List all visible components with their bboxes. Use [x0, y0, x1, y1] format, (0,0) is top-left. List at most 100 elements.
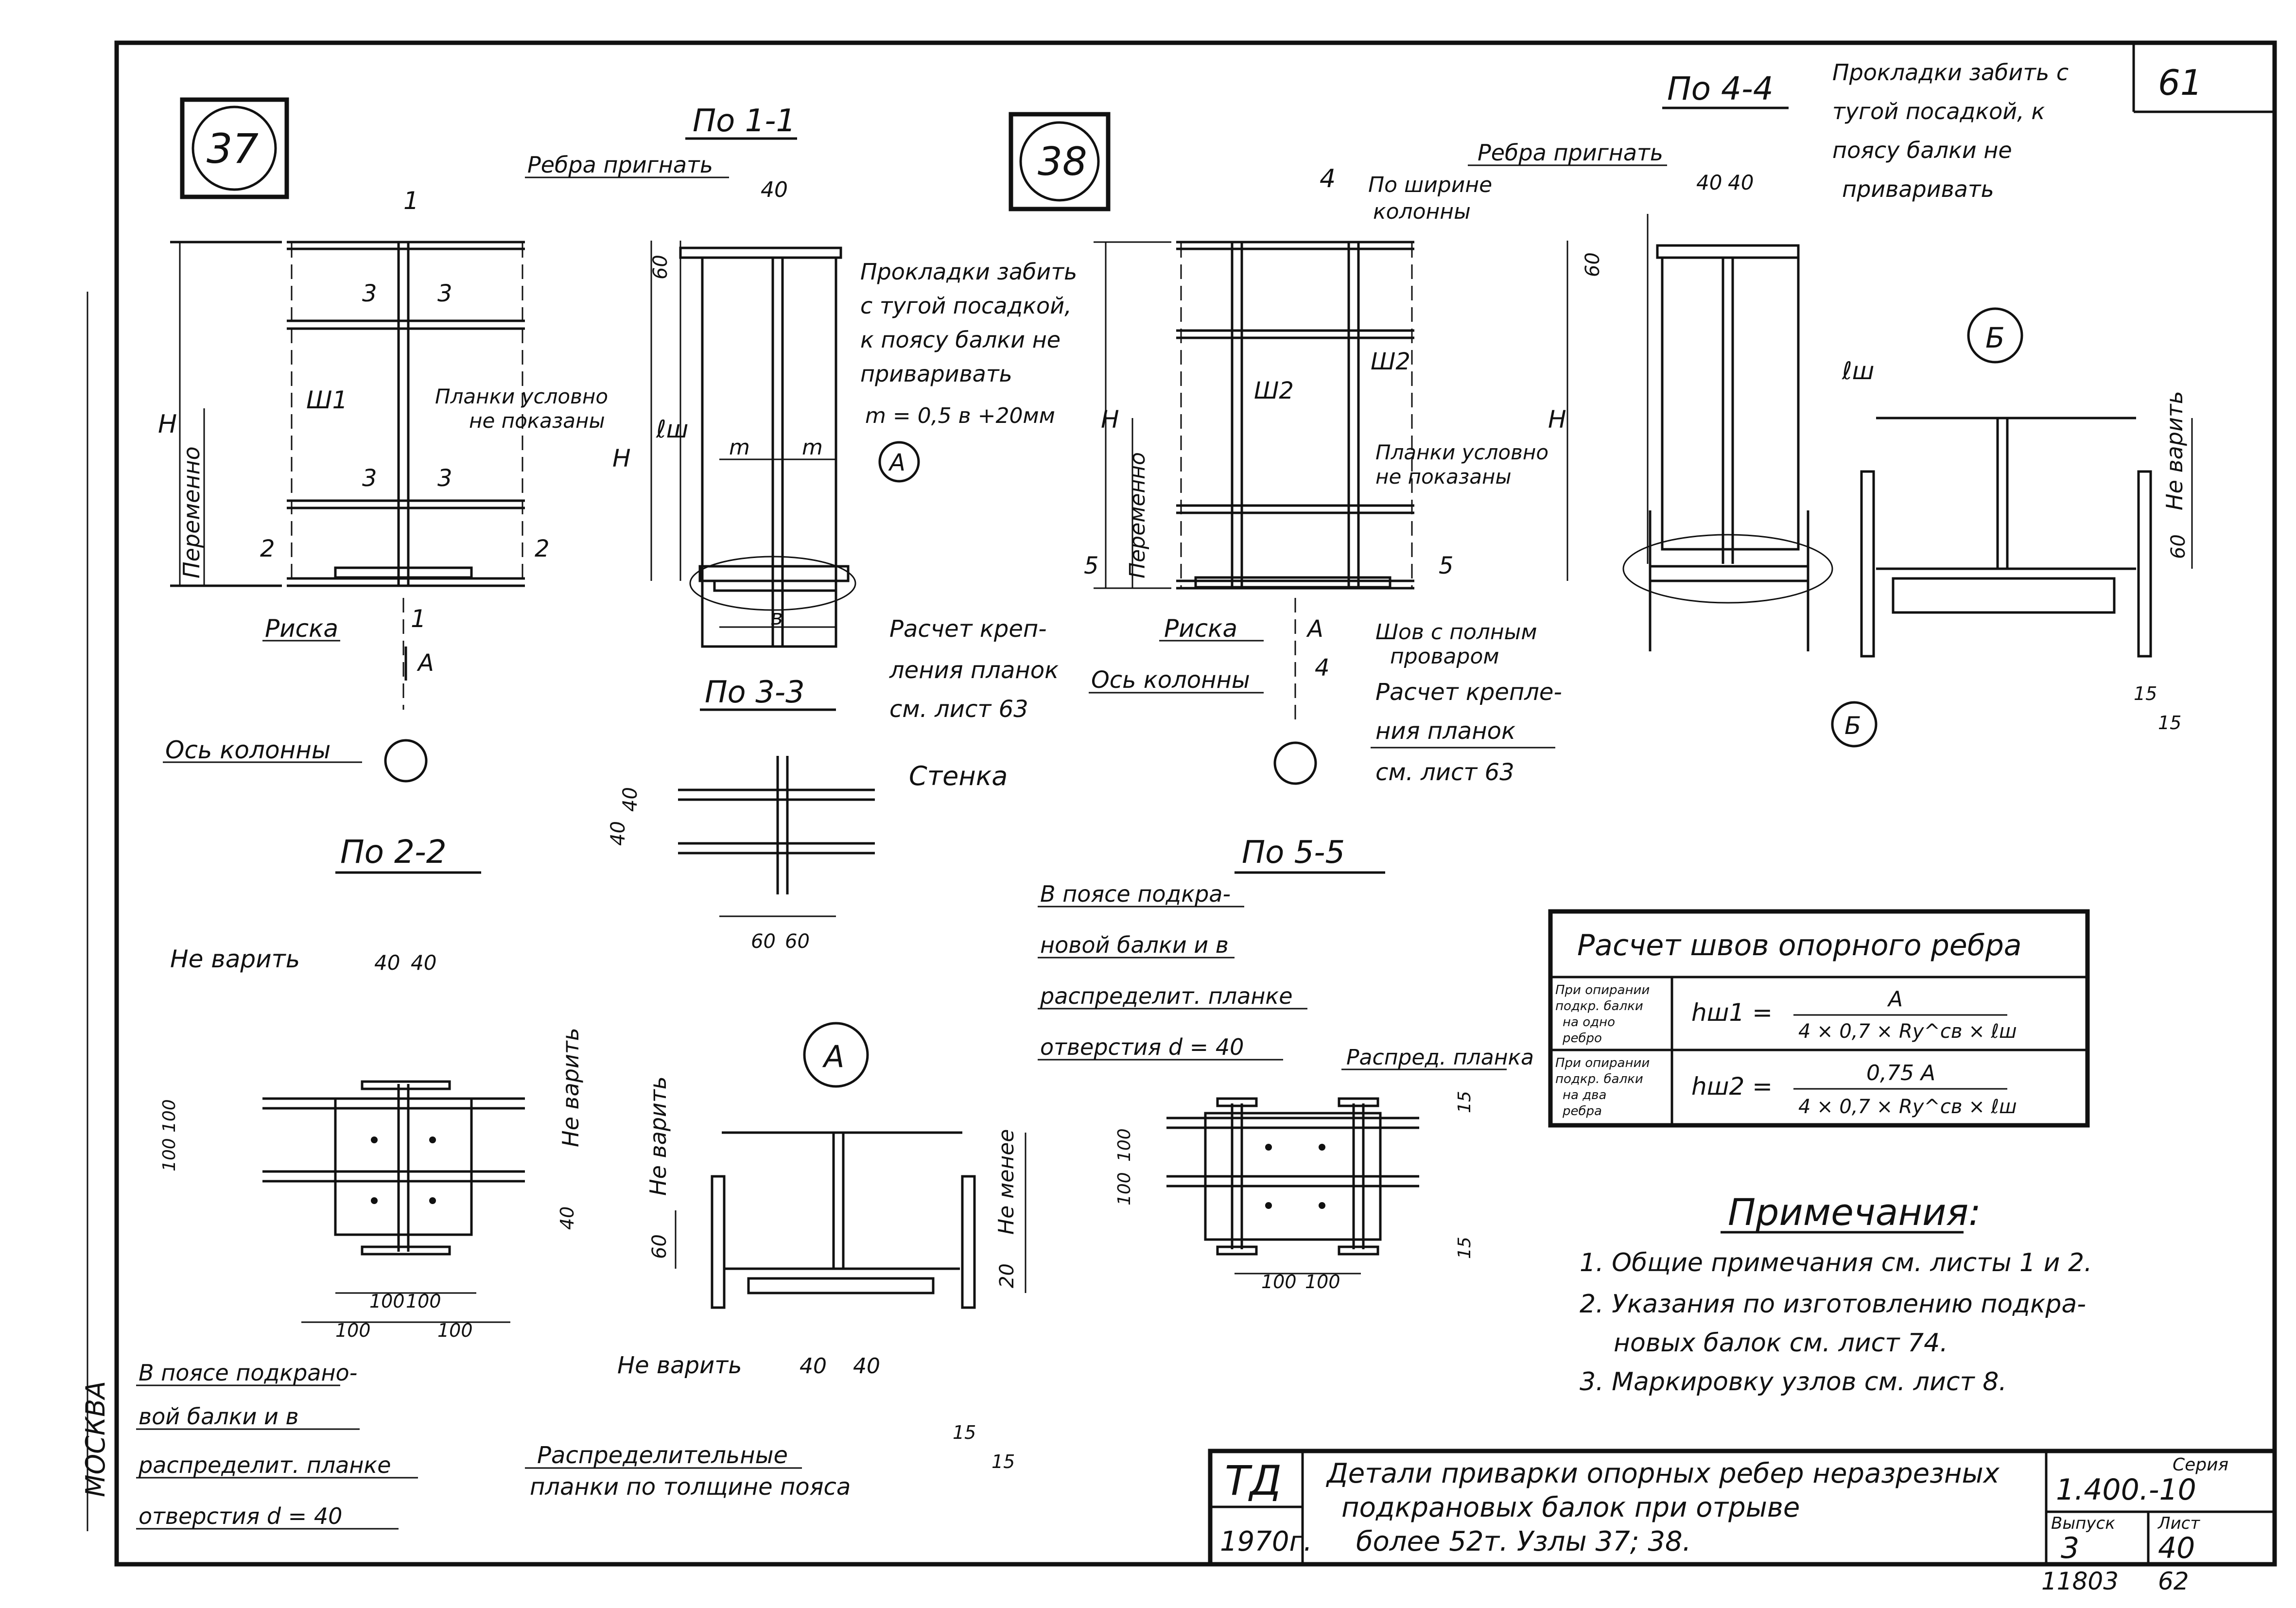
- title-block-title-2: подкрановых балок при отрыве: [1341, 1492, 1800, 1523]
- node-38-dim-40b: 40: [1728, 171, 1754, 194]
- view-22-note-2: вой балки и в: [139, 1403, 299, 1430]
- node-38-pads-4: приваривать: [1842, 176, 1994, 202]
- node-38-A: А: [1306, 615, 1323, 643]
- node-37-H: H: [158, 410, 177, 439]
- detail-B-no-weld: Не варить: [2161, 391, 2188, 510]
- view-22-title: По 2-2: [340, 833, 447, 871]
- title-block-year: 1970г.: [1220, 1526, 1312, 1557]
- node-37-plates-2: не показаны: [469, 409, 605, 433]
- view-33-dim-2: 40: [619, 787, 642, 812]
- view-33-title: По 3-3: [705, 674, 805, 710]
- title-block: [1208, 1449, 2277, 1567]
- node-37-mark: Риска: [265, 614, 338, 643]
- title-block-issue: 3: [2061, 1531, 2079, 1565]
- view-22-note-3: распределит. планке: [138, 1452, 391, 1478]
- view-55-drawing: [1166, 1097, 1419, 1275]
- weld-row2-numerator: 0,75 А: [1866, 1061, 1935, 1085]
- node-37-sec1-top: 1: [403, 187, 419, 215]
- view-55-dim-100c: 100: [1261, 1271, 1297, 1293]
- weld-row2-case-4: ребра: [1562, 1104, 1602, 1119]
- node-38-sec4-bottom: 4: [1315, 654, 1330, 682]
- node-38-mark: Риска: [1164, 614, 1237, 643]
- view-55-dim-15a: 15: [1455, 1091, 1475, 1113]
- node-38-pads-1: Прокладки забить с: [1832, 59, 2069, 86]
- detail-B-dim-60: 60: [2167, 534, 2190, 559]
- node-37-badge: 37: [180, 97, 289, 199]
- node-38-plates-1: Планки условно: [1375, 440, 1548, 464]
- detail-A-dim-40a: 40: [800, 1354, 827, 1379]
- node-37-lw: ℓш: [656, 415, 688, 443]
- callout-A-label: А: [888, 449, 905, 476]
- node-38-sec4-top: 4: [1320, 164, 1336, 193]
- view-22-dim-100b: 100: [159, 1099, 179, 1133]
- view-22-dim-100c: 100: [369, 1291, 405, 1312]
- side-stamp: МОСКВА: [80, 1381, 111, 1497]
- view-22-dim-40b: 40: [411, 951, 436, 975]
- title-block-sheet-label: Лист: [2157, 1514, 2200, 1533]
- node-38-H: H: [1101, 405, 1119, 434]
- callout-A-circle: А: [878, 441, 920, 483]
- detail-A-callout: А: [803, 1022, 869, 1088]
- bottom-number-1: 11803: [2041, 1567, 2119, 1595]
- weld-row1-lhs: hш1 =: [1691, 998, 1773, 1027]
- view-55-note-1: В поясе подкра-: [1040, 881, 1231, 907]
- view-55-note-2: новой балки и в: [1040, 932, 1229, 958]
- view-33-dim-4: 60: [785, 930, 810, 953]
- weld-row2-case-2: подкр. балки: [1555, 1072, 1643, 1086]
- view-33-dim-3: 60: [751, 930, 776, 953]
- node-38-variable: Переменно: [1125, 452, 1150, 578]
- detail-A-dim-40b: 40: [853, 1354, 880, 1379]
- title-block-series: 1.400.-10: [2056, 1473, 2196, 1507]
- notes-item-3: новых балок см. лист 74.: [1614, 1328, 1948, 1358]
- node-38-section-H: H: [1548, 405, 1566, 434]
- detail-A-no-weld-side: Не варить: [645, 1076, 671, 1196]
- node-37-formula: m = 0,5 в +20мм: [865, 403, 1055, 428]
- node-38-plan: [1094, 241, 1414, 785]
- title-block-issue-label: Выпуск: [2051, 1514, 2115, 1533]
- weld-row1-denominator: 4 × 0,7 × Rу^св × ℓш: [1798, 1020, 2017, 1043]
- bottom-number-2: 62: [2158, 1567, 2189, 1595]
- node-38-section: [1566, 214, 1833, 651]
- view-55-note-4: отверстия d = 40: [1040, 1034, 1244, 1060]
- node-38-calc-2: ния планок: [1375, 717, 1515, 745]
- node-37-pads-4: приваривать: [860, 361, 1012, 387]
- node-37-pads-2: с тугой посадкой,: [860, 293, 1072, 319]
- weld-row1-case-1: При опирании: [1555, 983, 1650, 997]
- node-38-sec5-right: 5: [1439, 552, 1454, 579]
- corner-sheet-number: 61: [2158, 62, 2203, 103]
- title-block-sheet: 40: [2158, 1531, 2195, 1565]
- view-22-dim-40a: 40: [374, 951, 400, 975]
- node-37-sec3-d: 3: [437, 465, 452, 492]
- weld-row1-case-4: ребро: [1562, 1031, 1602, 1046]
- view-22-dim-100e: 100: [335, 1320, 371, 1341]
- view-22-dim-40v: 40: [557, 1206, 578, 1230]
- sheet-frame: [87, 40, 2277, 1567]
- view-22-note-1: В поясе подкрано-: [139, 1360, 357, 1386]
- node-37-weld-w1: Ш1: [306, 386, 348, 414]
- node-38-plates-2: не показаны: [1375, 465, 1512, 489]
- weld-row2-case-1: При опирании: [1555, 1056, 1650, 1070]
- notes-item-1: 1. Общие примечания см. листы 1 и 2.: [1580, 1248, 2092, 1277]
- view-22-drawing: [262, 1080, 525, 1323]
- weld-table-title: Расчет швов опорного ребра: [1577, 928, 2022, 962]
- node-38-pads-2: тугой посадкой, к: [1832, 98, 2045, 124]
- node-38-column-axis: Ось колонны: [1091, 666, 1250, 694]
- node-38-sec5-left: 5: [1084, 552, 1099, 579]
- view-55-dim-100b: 100: [1114, 1128, 1134, 1162]
- node-37-sec2-left: 2: [260, 535, 275, 562]
- node-37-calc-2: ления планок: [889, 657, 1059, 684]
- node-38-weld-a: Ш2: [1254, 377, 1294, 404]
- node-38-full-weld-2: проваром: [1390, 644, 1499, 669]
- detail-A-weld-15b: 15: [991, 1451, 1015, 1472]
- weld-row1-numerator: А: [1887, 987, 1903, 1012]
- node-38-calc-1: Расчет крепле-: [1375, 679, 1562, 706]
- node-37-pads-3: к поясу балки не: [860, 327, 1061, 353]
- node-38-pads-3: поясу балки не: [1832, 137, 2012, 163]
- node-38-full-weld-1: Шов с полным: [1375, 620, 1537, 645]
- node-37-m-right: m: [802, 435, 823, 460]
- view-22-dim-100d: 100: [406, 1291, 441, 1312]
- view-55-plate: Распред. планка: [1346, 1045, 1534, 1070]
- weld-row2-denominator: 4 × 0,7 × Rу^св × ℓш: [1798, 1096, 2017, 1118]
- node-37-dim-60: 60: [649, 255, 672, 280]
- view-22-side-no-weld: Не варить: [557, 1028, 584, 1147]
